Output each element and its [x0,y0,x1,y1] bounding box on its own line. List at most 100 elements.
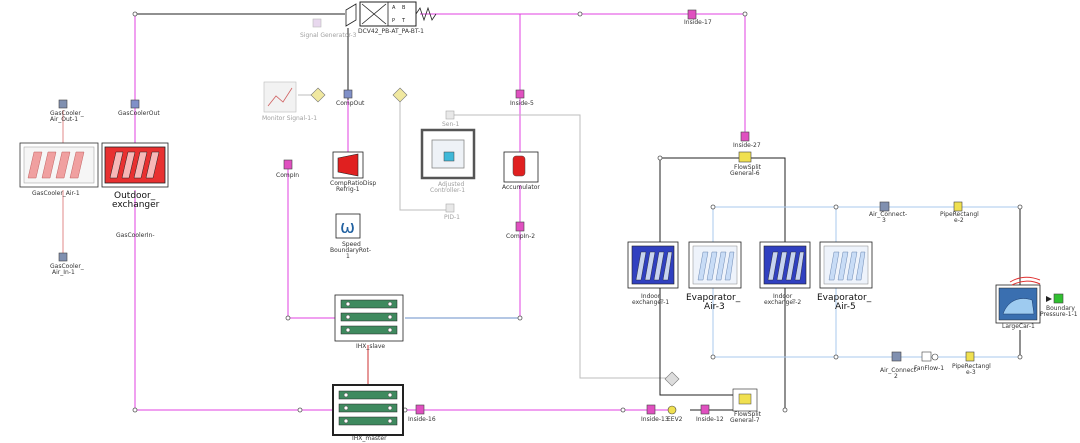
wire-sen-line [452,114,672,379]
ihx-slave[interactable]: IHX_slave [334,294,404,350]
gascooler-out-label: GasCoolerOut [118,110,160,117]
outdoor-exchanger[interactable]: Outdoor_ exchanger [101,142,169,210]
comp-in-2-port[interactable]: CompIn-2 [506,221,535,240]
inside-17-port[interactable]: Inside-17 [684,9,712,26]
node [1017,204,1023,210]
gascooler-air[interactable]: GasCooler_Air-1 [19,142,99,197]
fan-flow[interactable]: FanFlow-1 [914,351,944,372]
large-car[interactable]: LargeCar-1 [995,276,1041,330]
valve-port-a: A [392,5,396,11]
evaporator-air-5-label-1: Evaporator_ [817,293,872,303]
pid-block[interactable]: PID-1 [444,203,460,221]
gascooler-air-in-label-2: Air_In-1 [52,269,75,276]
comp-in-port[interactable]: CompIn [276,159,299,179]
valve-port-p: P [392,18,395,24]
air-connect-3-label-1: Air_Connect- [869,211,907,218]
indoor-exchanger-1-label-1: Indoor_ [641,293,664,300]
large-car-label: LargeCar-1 [1002,323,1035,330]
indoor-exchanger-2[interactable]: Indoor_ exchanger-2 [759,241,811,306]
directional-valve[interactable]: A B P T DCV42_PB-AT_PA-BT-1 [345,1,437,35]
node [517,315,523,321]
air-connect-2[interactable]: Air_Connect- 2 [880,351,918,380]
air-connect-3-label-2: 3 [882,217,886,224]
speed-label-2: BoundaryRot- [330,247,371,254]
wire-compin [287,165,335,319]
speed-label-3: 1 [346,253,350,260]
node [657,155,663,161]
boundary-pressure-label-1: Boundary [1046,305,1075,312]
gascooler-air-in[interactable]: GasCooler_ Air_In-1 [50,252,85,276]
adjusted-controller[interactable]: Adjusted Controller-1 [420,128,476,194]
valve-label: DCV42_PB-AT_PA-BT-1 [358,28,424,35]
inside-13-port[interactable]: Inside-13 [641,404,669,423]
compressor-label-2: Refrig-1 [336,186,360,193]
air-connect-3[interactable]: Air_Connect- 3 [869,201,907,224]
ihx-master[interactable]: IHX_master [332,384,404,442]
gascooler-air-label: GasCooler_Air-1 [32,190,80,197]
wire-flowsplit-6b [660,157,786,410]
air-connect-2-label-1: Air_Connect- [880,367,918,374]
eev2-valve[interactable]: EEV2 [667,405,683,423]
outdoor-exchanger-label-2: exchanger [112,200,160,210]
node [577,11,583,17]
pipe-rectangle-2[interactable]: PipeRectangl e-2 [940,201,979,224]
wire-flowsplit-6 [659,158,735,396]
sensor-diamond-3[interactable] [664,371,680,387]
air-connect-2-label-2: 2 [894,373,898,380]
inside-12-port[interactable]: Inside-12 [696,404,724,423]
speed-boundary[interactable]: ω Speed BoundaryRot- 1 [330,213,371,260]
inside-13-label: Inside-13 [641,416,669,423]
accumulator-label: Accumulator [502,184,540,191]
valve-port-t: T [401,18,406,24]
gascooler-air-out[interactable]: GasCooler_ Air_Out-1 [50,99,85,123]
ihx-master-label: IHX_master [352,435,387,442]
evaporator-air-5[interactable]: Evaporator_ Air-5 [817,241,873,312]
accumulator[interactable]: Accumulator [502,151,540,191]
comp-out-port[interactable]: CompOut [336,89,365,107]
comp-in-2-label: CompIn-2 [506,233,535,240]
sen-label: Sen-1 [442,121,459,128]
sen-sensor[interactable]: Sen-1 [442,110,459,128]
flowsplit-6-label-1: FlowSplit [734,164,762,171]
wire-sensor [399,100,450,211]
gascooler-in-port[interactable]: GasCoolerIn- [116,232,155,239]
node [132,407,138,413]
omega-icon: ω [340,217,355,238]
inside-5-label: Inside-5 [510,100,534,107]
gascooler-out-port[interactable]: GasCoolerOut [118,99,160,117]
indoor-exchanger-1[interactable]: Indoor_ exchanger-1 [627,241,679,306]
inside-27-port[interactable]: Inside-27 [733,131,761,149]
nodes [132,11,1023,413]
flowsplit-6-label-2: General-6 [730,170,760,177]
compressor[interactable]: CompRatioDisp Refrig-1 [330,151,376,193]
node [620,407,626,413]
inside-16-port[interactable]: Inside-16 [408,404,436,423]
inside-5-port[interactable]: Inside-5 [510,89,534,107]
sensor-diamond-2[interactable] [392,87,408,103]
node [742,11,748,17]
evaporator-air-3[interactable]: Evaporator_ Air-3 [686,241,742,312]
valve-port-b: B [402,5,406,11]
node [710,204,716,210]
signal-generator[interactable]: Signal Generator-3 [300,18,357,39]
compressor-label-1: CompRatioDisp [330,180,376,187]
monitor-signal[interactable]: Monitor Signal-1-1 [262,81,317,122]
pipe-rectangle-3[interactable]: PipeRectangl e-3 [952,351,991,376]
boundary-pressure-label-2: Pressure-1-1 [1040,311,1078,318]
outdoor-exchanger-label-1: Outdoor_ [114,191,156,201]
ihx-slave-label: IHX_slave [356,343,385,350]
node [782,407,788,413]
monitor-signal-label: Monitor Signal-1-1 [262,115,317,122]
boundary-pressure[interactable]: Boundary Pressure-1-1 [1040,293,1078,318]
fan-flow-label: FanFlow-1 [914,365,944,372]
sensor-diamond-1[interactable] [310,87,326,103]
flowsplit-7[interactable]: FlowSplit General-7 [730,388,762,424]
flowsplit-6[interactable]: FlowSplit General-6 [730,151,762,177]
node [1017,354,1023,360]
gascooler-in-label: GasCoolerIn- [116,232,155,239]
node [132,11,138,17]
inside-16-label: Inside-16 [408,416,436,423]
gascooler-air-out-label-1: GasCooler_ [50,110,85,117]
